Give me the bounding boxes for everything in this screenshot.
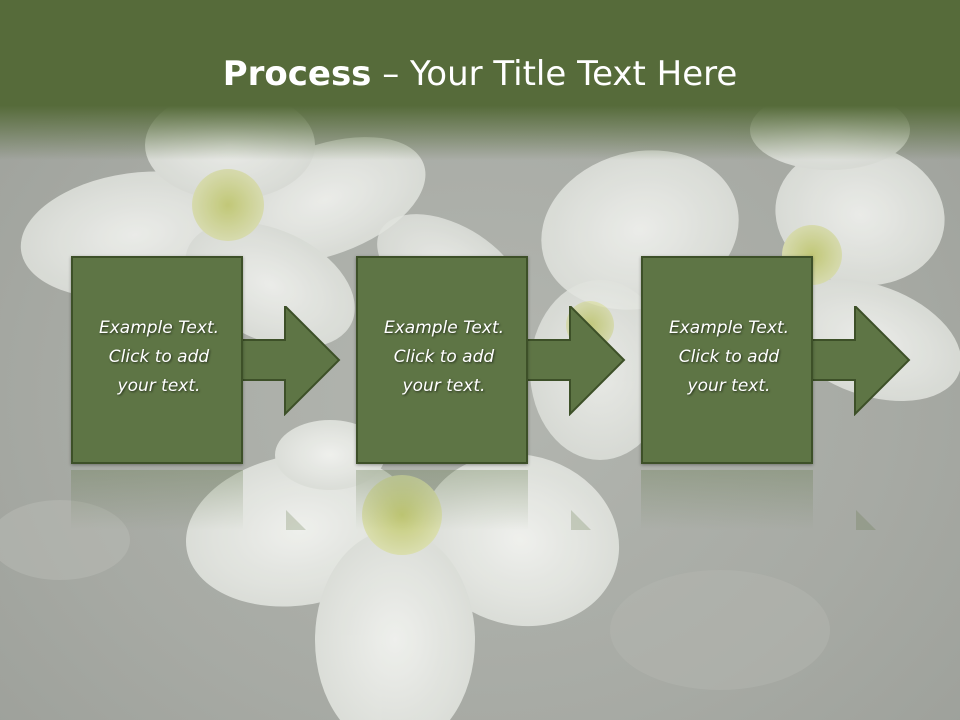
step-reflection-3 xyxy=(641,470,913,540)
step-text-line: Example Text. xyxy=(668,318,790,338)
step-text-1[interactable]: Example Text. Click to add your text. xyxy=(79,314,239,401)
step-text-2[interactable]: Example Text. Click to add your text. xyxy=(364,314,524,401)
step-text-3[interactable]: Example Text. Click to add your text. xyxy=(649,314,809,401)
step-text-line: Click to add xyxy=(108,347,210,367)
faint-petal xyxy=(610,570,830,690)
right-arrow-icon xyxy=(231,306,341,416)
process-step-2[interactable]: Example Text. Click to add your text. xyxy=(356,256,628,468)
step-box-2[interactable]: Example Text. Click to add your text. xyxy=(356,256,528,464)
step-text-line: your text. xyxy=(117,376,201,396)
reflection-box xyxy=(71,470,243,530)
flower-lower-center xyxy=(186,420,620,720)
title-band xyxy=(0,0,960,160)
right-arrow-icon xyxy=(516,306,626,416)
process-step-3[interactable]: Example Text. Click to add your text. xyxy=(641,256,913,468)
reflection-box xyxy=(356,470,528,530)
slide-title-bold: Process xyxy=(222,54,372,94)
step-text-line: Click to add xyxy=(678,347,780,367)
right-arrow-icon xyxy=(801,306,911,416)
reflection-arrow xyxy=(571,510,591,530)
slide-title[interactable]: Process – Your Title Text Here xyxy=(0,52,960,96)
process-step-1[interactable]: Example Text. Click to add your text. xyxy=(71,256,343,468)
faint-petal xyxy=(0,500,130,580)
reflection-arrow xyxy=(856,510,876,530)
reflection-box xyxy=(641,470,813,530)
step-reflection-1 xyxy=(71,470,343,540)
step-text-line: your text. xyxy=(687,376,771,396)
slide-title-rest: – Your Title Text Here xyxy=(371,54,738,94)
step-text-line: Example Text. xyxy=(383,318,505,338)
step-text-line: your text. xyxy=(402,376,486,396)
reflection-arrow xyxy=(286,510,306,530)
step-text-line: Click to add xyxy=(393,347,495,367)
step-box-3[interactable]: Example Text. Click to add your text. xyxy=(641,256,813,464)
step-reflection-2 xyxy=(356,470,628,540)
step-box-1[interactable]: Example Text. Click to add your text. xyxy=(71,256,243,464)
step-text-line: Example Text. xyxy=(98,318,220,338)
